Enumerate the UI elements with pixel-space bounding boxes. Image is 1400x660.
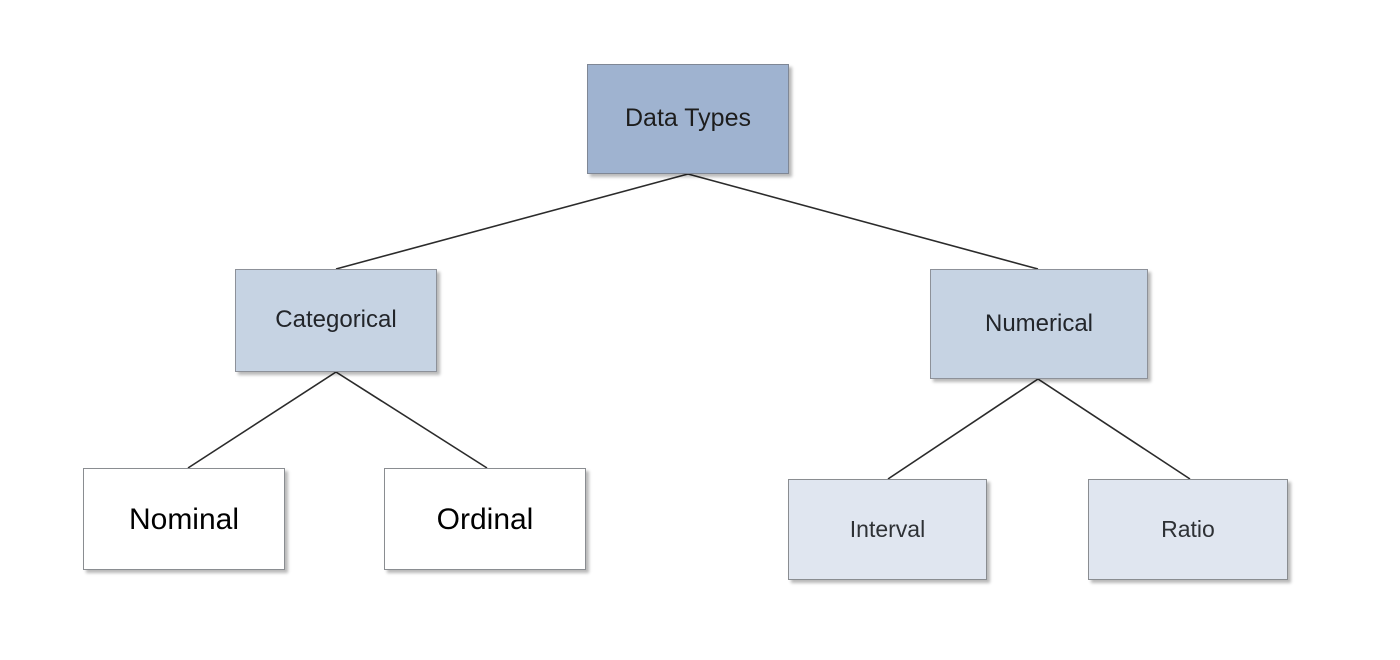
node-label-data-types: Data Types (624, 104, 751, 133)
edge-categorical-nominal (187, 371, 337, 469)
node-nominal[interactable]: Nominal (83, 468, 285, 570)
node-label-numerical: Numerical (984, 309, 1094, 337)
node-interval[interactable]: Interval (788, 479, 987, 580)
node-label-categorical: Categorical (275, 306, 397, 334)
edge-root-numerical (687, 173, 1039, 270)
node-ratio[interactable]: Ratio (1088, 479, 1288, 580)
node-numerical[interactable]: Numerical (930, 269, 1148, 379)
edge-numerical-interval (887, 378, 1039, 480)
edge-root-categorical (335, 173, 689, 270)
node-label-nominal: Nominal (128, 502, 240, 536)
node-ordinal[interactable]: Ordinal (384, 468, 586, 570)
node-label-ratio: Ratio (1161, 515, 1215, 542)
edge-categorical-ordinal (335, 371, 488, 469)
node-categorical[interactable]: Categorical (235, 269, 437, 372)
edge-numerical-ratio (1037, 378, 1191, 480)
node-label-interval: Interval (849, 515, 926, 542)
node-label-ordinal: Ordinal (436, 502, 534, 536)
node-data-types[interactable]: Data Types (587, 64, 789, 174)
